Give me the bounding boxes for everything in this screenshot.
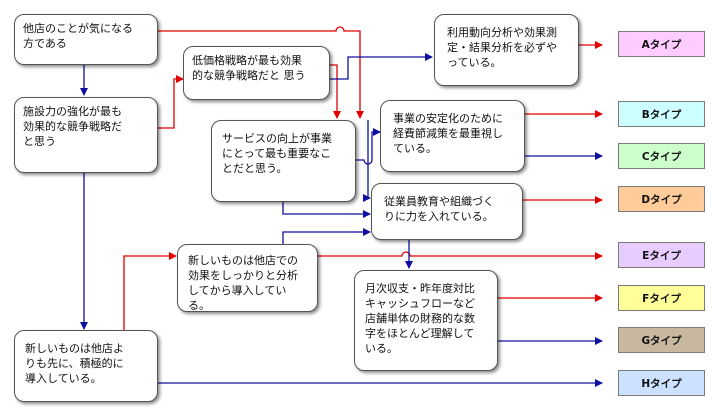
question-box: 低価格戦略が最も効果 的な競争戦略だと 思う <box>183 46 330 100</box>
question-box: 新しいものは他店での 効果をしっかりと分析 してから導入している。 <box>177 244 318 312</box>
edge-q4-to-q7 <box>282 202 371 218</box>
type-result-box: Hタイプ <box>618 370 705 396</box>
edge-q4-to-q6 <box>356 128 381 165</box>
question-box: 従業員教育や組織づく りに力を入れている。 <box>371 183 523 240</box>
type-result-box: Fタイプ <box>618 285 705 311</box>
type-result-box: Dタイプ <box>618 186 705 212</box>
edge-q1-yes <box>158 26 364 119</box>
edge-q6-down <box>363 120 371 202</box>
edge-q10-yes <box>123 252 177 330</box>
type-result-box: Eタイプ <box>618 242 705 268</box>
question-box: 利用動向分析や効果測 定・結果分析を必ずや っている。 <box>434 14 579 86</box>
question-box: 他店のことが気になる 方である <box>14 14 158 65</box>
type-result-box: Gタイプ <box>618 327 705 353</box>
type-result-box: Cタイプ <box>618 143 705 169</box>
edge-q3-no <box>330 53 433 80</box>
edge-q8-no <box>282 228 371 244</box>
edge-q8-yes <box>318 251 603 260</box>
question-box: 施設力の強化が最も 効果的な競争戦略だ と思う <box>14 97 158 173</box>
question-box: 新しいものは他店よ りも先に、積極的に 導入している。 <box>14 330 158 402</box>
question-box: 月次収支・昨年度対比 キャッシュフローなど 店舗単体の財務的な数 字をほとんど理… <box>354 270 498 371</box>
question-box: サービスの向上が事業 にとって最も重要なこ とだと思う。 <box>211 120 356 202</box>
type-result-box: Aタイプ <box>618 31 705 57</box>
type-result-box: Bタイプ <box>618 101 705 127</box>
edge-q3-yes <box>330 64 341 119</box>
edge-q2-yes <box>158 75 184 129</box>
question-box: 事業の安定化のために 経費節減策を最重視し ている。 <box>380 100 525 172</box>
